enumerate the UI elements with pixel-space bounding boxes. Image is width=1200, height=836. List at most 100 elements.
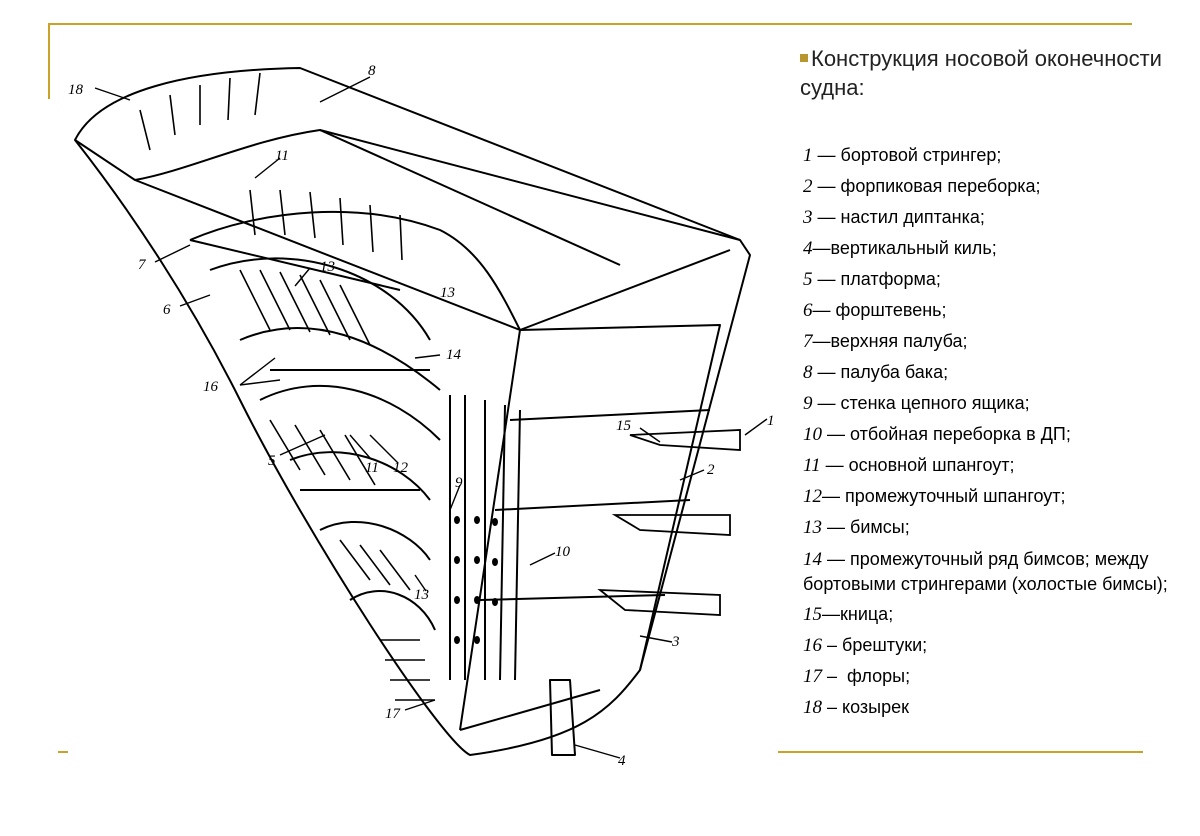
slide-title: Конструкция носовой оконечности судна: (800, 46, 1162, 100)
legend-item-separator: — (822, 424, 851, 444)
legend-item: 13 — бимсы; (803, 512, 1193, 543)
legend-item-text: стенка цепного ящика; (840, 393, 1030, 413)
callout-16: 16 (203, 379, 219, 395)
forecastle-deck (74, 129, 741, 241)
legend-item-text: бимсы; (850, 517, 910, 537)
legend-item: 15—кница; (803, 599, 1193, 630)
legend-item-text: брештуки; (842, 635, 928, 655)
legend-item-number: 2 (803, 176, 813, 197)
legend-item: 8 — палуба бака; (803, 357, 1193, 388)
legend-item-text: козырек (842, 697, 909, 717)
legend-item-number: 9 (803, 393, 813, 414)
legend-item-separator: — (820, 455, 849, 475)
chain-locker-wall (449, 395, 521, 681)
legend-item-text: кница; (840, 604, 894, 624)
legend-item-number: 16 (803, 635, 822, 656)
legend-item-number: 5 (803, 269, 813, 290)
legend-item-separator: — (812, 176, 841, 196)
legend-item-number: 11 (803, 455, 821, 476)
callout-5: 5 (268, 453, 276, 469)
legend-item-number: 15 (803, 604, 822, 625)
square-bullet-icon (800, 54, 808, 62)
legend-item-separator: — (812, 300, 836, 320)
legend-item: 6— форштевень; (803, 295, 1193, 326)
callout-11b: 11 (365, 460, 379, 476)
callout-3: 3 (671, 634, 680, 650)
legend-item-number: 17 (803, 666, 822, 687)
legend-item: 17 – флоры; (803, 661, 1193, 692)
legend-item: 5 — платформа; (803, 264, 1193, 295)
legend-item-separator: — (812, 145, 841, 165)
legend-item-text: основной шпангоут; (848, 455, 1015, 475)
legend-item-separator: — (822, 486, 846, 506)
legend-item-text: настил диптанка; (840, 207, 985, 227)
legend-item-separator: — (812, 331, 831, 351)
bow-structure-diagram: 18 8 11 7 13 13 6 14 16 15 1 2 5 11 12 9… (68, 63, 775, 769)
forepeak-bulkhead (519, 324, 721, 671)
legend-item-number: 10 (803, 424, 822, 445)
frame-bottom-line (778, 751, 1143, 753)
legend-item: 14 — промежуточный ряд бимсов; между бор… (803, 543, 1193, 599)
callout-8: 8 (368, 63, 376, 79)
legend-item-text: бортовой стрингер; (840, 145, 1002, 165)
legend-item-separator: — (812, 238, 831, 258)
legend-item: 10 — отбойная переборка в ДП; (803, 419, 1193, 450)
legend-item-number: 18 (803, 697, 822, 718)
legend-item-text: верхняя палуба; (830, 331, 968, 351)
legend-item: 18 – козырек (803, 692, 1193, 723)
legend-item-separator: – (822, 635, 843, 655)
legend-list: 1 — бортовой стрингер;2 — форпиковая пер… (803, 140, 1193, 723)
legend-item-number: 14 (803, 549, 822, 570)
legend-item: 11 — основной шпангоут; (803, 450, 1193, 481)
legend-item: 3 — настил диптанка; (803, 202, 1193, 233)
legend-item-text: платформа; (840, 269, 941, 289)
legend-item: 1 — бортовой стрингер; (803, 140, 1193, 171)
legend-item-number: 3 (803, 207, 813, 228)
legend-item-separator: — (812, 393, 841, 413)
legend-item: 2 — форпиковая переборка; (803, 171, 1193, 202)
legend-item-text: форпиковая переборка; (840, 176, 1041, 196)
callout-6: 6 (163, 302, 171, 318)
legend-item-number: 12 (803, 486, 822, 507)
callout-1: 1 (767, 413, 775, 429)
legend-item: 9 — стенка цепного ящика; (803, 388, 1193, 419)
callout-13c: 13 (414, 587, 429, 603)
frame-left-line (48, 23, 50, 99)
legend-item-text: промежуточный шпангоут; (845, 486, 1066, 506)
legend-item-number: 7 (803, 331, 813, 352)
legend-item-separator: — (812, 362, 841, 382)
callout-18: 18 (68, 82, 84, 98)
legend-item-text: палуба бака; (840, 362, 949, 382)
lightening-holes (454, 516, 498, 644)
frame-top-line (48, 23, 1132, 25)
callout-11a: 11 (275, 148, 289, 164)
legend-item-text: промежуточный ряд бимсов; между бортовым… (803, 549, 1168, 594)
legend-item-text: отбойная переборка в ДП; (850, 424, 1071, 444)
callout-4: 4 (618, 753, 626, 769)
legend-item-separator: — (812, 269, 841, 289)
legend-item-separator: — (822, 517, 851, 537)
callout-2: 2 (707, 462, 715, 478)
legend-item-text: флоры; (847, 666, 911, 686)
callout-13b: 13 (440, 285, 455, 301)
vertical-keel (549, 679, 576, 756)
callout-7: 7 (138, 257, 147, 273)
legend-item: 12— промежуточный шпангоут; (803, 481, 1193, 512)
callout-14: 14 (446, 347, 462, 363)
legend-item: 4—вертикальный киль; (803, 233, 1193, 264)
callout-15: 15 (616, 418, 632, 434)
legend-item-number: 6 (803, 300, 813, 321)
legend-item: 16 – брештуки; (803, 630, 1193, 661)
legend-item-number: 1 (803, 145, 813, 166)
legend-item-number: 13 (803, 517, 822, 538)
callout-10: 10 (555, 544, 571, 560)
legend-item-separator: – (822, 666, 848, 686)
callout-9: 9 (455, 475, 463, 491)
hull-outline (74, 67, 751, 756)
legend-item: 7—верхняя палуба; (803, 326, 1193, 357)
legend-item-text: вертикальный киль; (830, 238, 997, 258)
legend-item-number: 8 (803, 362, 813, 383)
legend-item-separator: — (822, 549, 851, 569)
legend-item-number: 4 (803, 238, 813, 259)
legend-item-text: форштевень; (835, 300, 947, 320)
